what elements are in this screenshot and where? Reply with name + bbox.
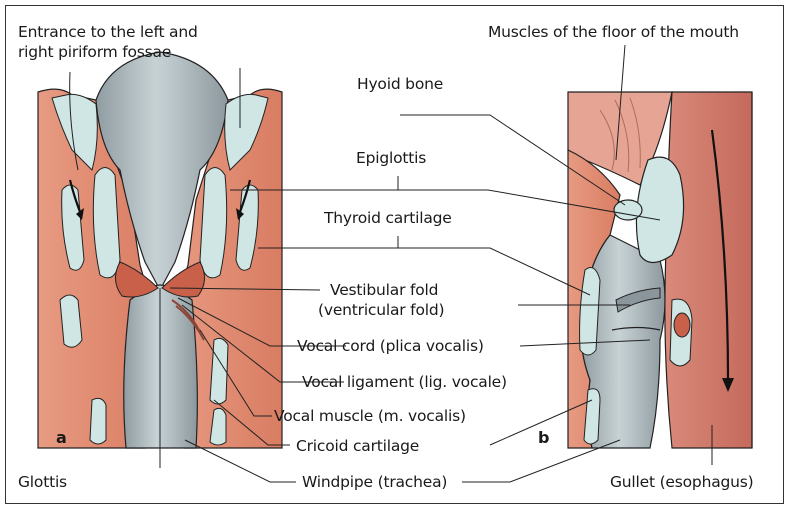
panel-a-drawing	[38, 52, 282, 468]
label-piriform-line1: Entrance to the left and	[18, 22, 198, 42]
label-vestibular-line1: Vestibular fold	[330, 280, 438, 300]
label-gullet: Gullet (esophagus)	[610, 472, 753, 492]
panel-label-a: a	[56, 428, 67, 447]
panel-b-drawing	[568, 92, 752, 448]
label-vocal-cord: Vocal cord (plica vocalis)	[297, 336, 484, 356]
label-windpipe: Windpipe (trachea)	[302, 472, 447, 492]
left-thyroid-plate	[93, 168, 120, 278]
label-vestibular-line2: (ventricular fold)	[318, 300, 444, 320]
label-glottis: Glottis	[18, 472, 67, 492]
label-vocal-muscle: Vocal muscle (m. vocalis)	[274, 406, 466, 426]
label-floor-muscles: Muscles of the floor of the mouth	[488, 22, 739, 42]
label-thyroid: Thyroid cartilage	[324, 208, 452, 228]
label-hyoid: Hyoid bone	[357, 74, 443, 94]
label-cricoid: Cricoid cartilage	[296, 436, 419, 456]
label-piriform-line2: right piriform fossae	[18, 42, 171, 62]
hyoid-b	[614, 200, 642, 220]
esophagus-wall	[665, 92, 752, 448]
right-thyroid-plate	[200, 168, 227, 278]
label-vocal-ligament: Vocal ligament (lig. vocale)	[302, 372, 507, 392]
left-cricoid	[90, 398, 106, 444]
panel-label-b: b	[538, 428, 549, 447]
trachea-lumen-a	[124, 285, 198, 448]
label-epiglottis: Epiglottis	[356, 148, 426, 168]
